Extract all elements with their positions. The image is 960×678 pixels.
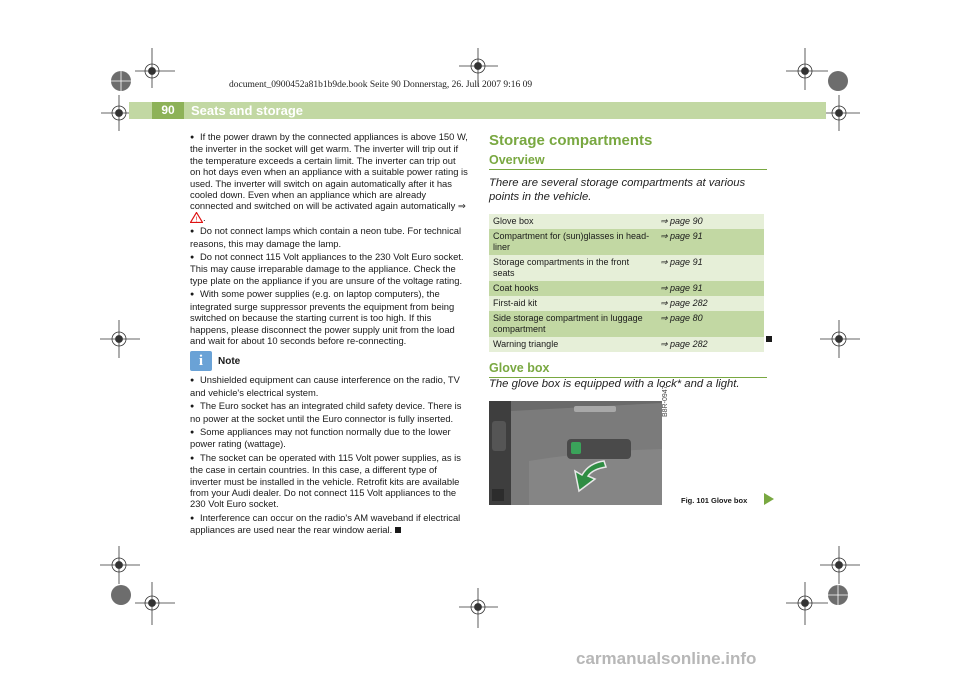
info-icon: i (190, 351, 212, 372)
glove-box-figure (489, 401, 662, 505)
table-row: Glove box ⇒ page 90 (489, 214, 764, 229)
glove-box-intro: The glove box is equipped with a lock* a… (489, 378, 740, 390)
table-row: Side storage compartment in luggage comp… (489, 311, 764, 337)
right-column: Storage compartments Overview There are … (489, 130, 767, 204)
note-label: Note (218, 355, 241, 367)
end-mark (766, 336, 772, 342)
page-link[interactable]: ⇒ page 91 (660, 283, 703, 293)
page-link[interactable]: ⇒ page 282 (660, 339, 708, 349)
page-number: 90 (152, 102, 184, 119)
bullet-icon: ● (190, 134, 195, 141)
bullet-icon: ● (190, 454, 195, 462)
page-link[interactable]: ⇒ page 91 (660, 257, 703, 267)
main-heading: Storage compartments (489, 132, 653, 149)
figure-caption: Fig. 101 Glove box (681, 496, 748, 505)
table-cell-item: Coat hooks (493, 283, 539, 293)
table-cell-item: Warning triangle (493, 339, 559, 349)
bullet-item: ●Do not connect 115 Volt appliances to t… (190, 251, 464, 286)
bullet-icon: ● (190, 254, 195, 262)
table-row: Compartment for (sun)glasses in head-lin… (489, 229, 764, 255)
end-mark (395, 527, 402, 534)
storage-table: Glove box ⇒ page 90 Compartment for (sun)… (489, 214, 764, 352)
bullet-icon: ● (190, 291, 195, 299)
table-cell-item: Compartment for (sun)glasses in head-lin… (493, 231, 650, 252)
table-row: First-aid kit ⇒ page 282 (489, 296, 764, 311)
watermark: carmanualsonline.info (576, 649, 757, 668)
overview-intro: There are several storage compartments a… (489, 177, 746, 203)
svg-text:!: ! (196, 216, 198, 223)
note-bullet: ●Some appliances may not function normal… (190, 425, 451, 450)
note-bullet: ●The socket can be operated with 115 Vol… (190, 451, 461, 510)
note-bullet: ●Interference can occur on the radio's A… (190, 511, 461, 536)
table-cell-item: First-aid kit (493, 298, 538, 308)
table-cell-item: Storage compartments in the front seats (493, 257, 630, 278)
bullet-item: ●If the power drawn by the connected app… (190, 131, 468, 223)
bullet-icon: ● (190, 228, 195, 236)
left-column: ●If the power drawn by the connected app… (190, 131, 468, 538)
page-header-band (129, 102, 826, 119)
glove-box-heading: Glove box (489, 360, 767, 378)
bullet-item: ●Do not connect lamps which contain a ne… (190, 225, 462, 249)
bullet-icon: ● (190, 428, 195, 436)
note-header: i Note (190, 351, 468, 372)
page-link[interactable]: ⇒ page 282 (660, 298, 708, 308)
bullet-icon: ● (190, 514, 195, 522)
table-row: Coat hooks ⇒ page 91 (489, 281, 764, 296)
note-bullet: ●The Euro socket has an integrated child… (190, 400, 462, 424)
warning-icon: ! (190, 211, 203, 223)
bullet-item: ●With some power supplies (e.g. on lapto… (190, 288, 455, 346)
next-page-arrow-icon[interactable] (764, 493, 774, 505)
bullet-icon: ● (190, 403, 195, 411)
page-link[interactable]: ⇒ page 90 (660, 216, 703, 226)
section-title: Seats and storage (191, 103, 303, 118)
glove-box-heading-wrap: Glove box (489, 360, 767, 378)
table-row: Warning triangle ⇒ page 282 (489, 337, 764, 352)
table-cell-item: Glove box (493, 216, 534, 226)
bullet-icon: ● (190, 377, 195, 385)
note-bullet: ●Unshielded equipment can cause interfer… (190, 374, 460, 398)
file-header: document_0900452a81b1b9de.book Seite 90 … (229, 80, 533, 90)
overview-heading: Overview (489, 152, 767, 170)
page-link[interactable]: ⇒ page 91 (660, 231, 703, 241)
table-row: Storage compartments in the front seats ⇒… (489, 255, 764, 281)
figure-code: B8R-0947 (662, 385, 669, 417)
table-cell-item: Side storage compartment in luggage comp… (493, 313, 643, 334)
glove-box-illustration (489, 401, 662, 505)
page-link[interactable]: ⇒ page 80 (660, 313, 703, 323)
